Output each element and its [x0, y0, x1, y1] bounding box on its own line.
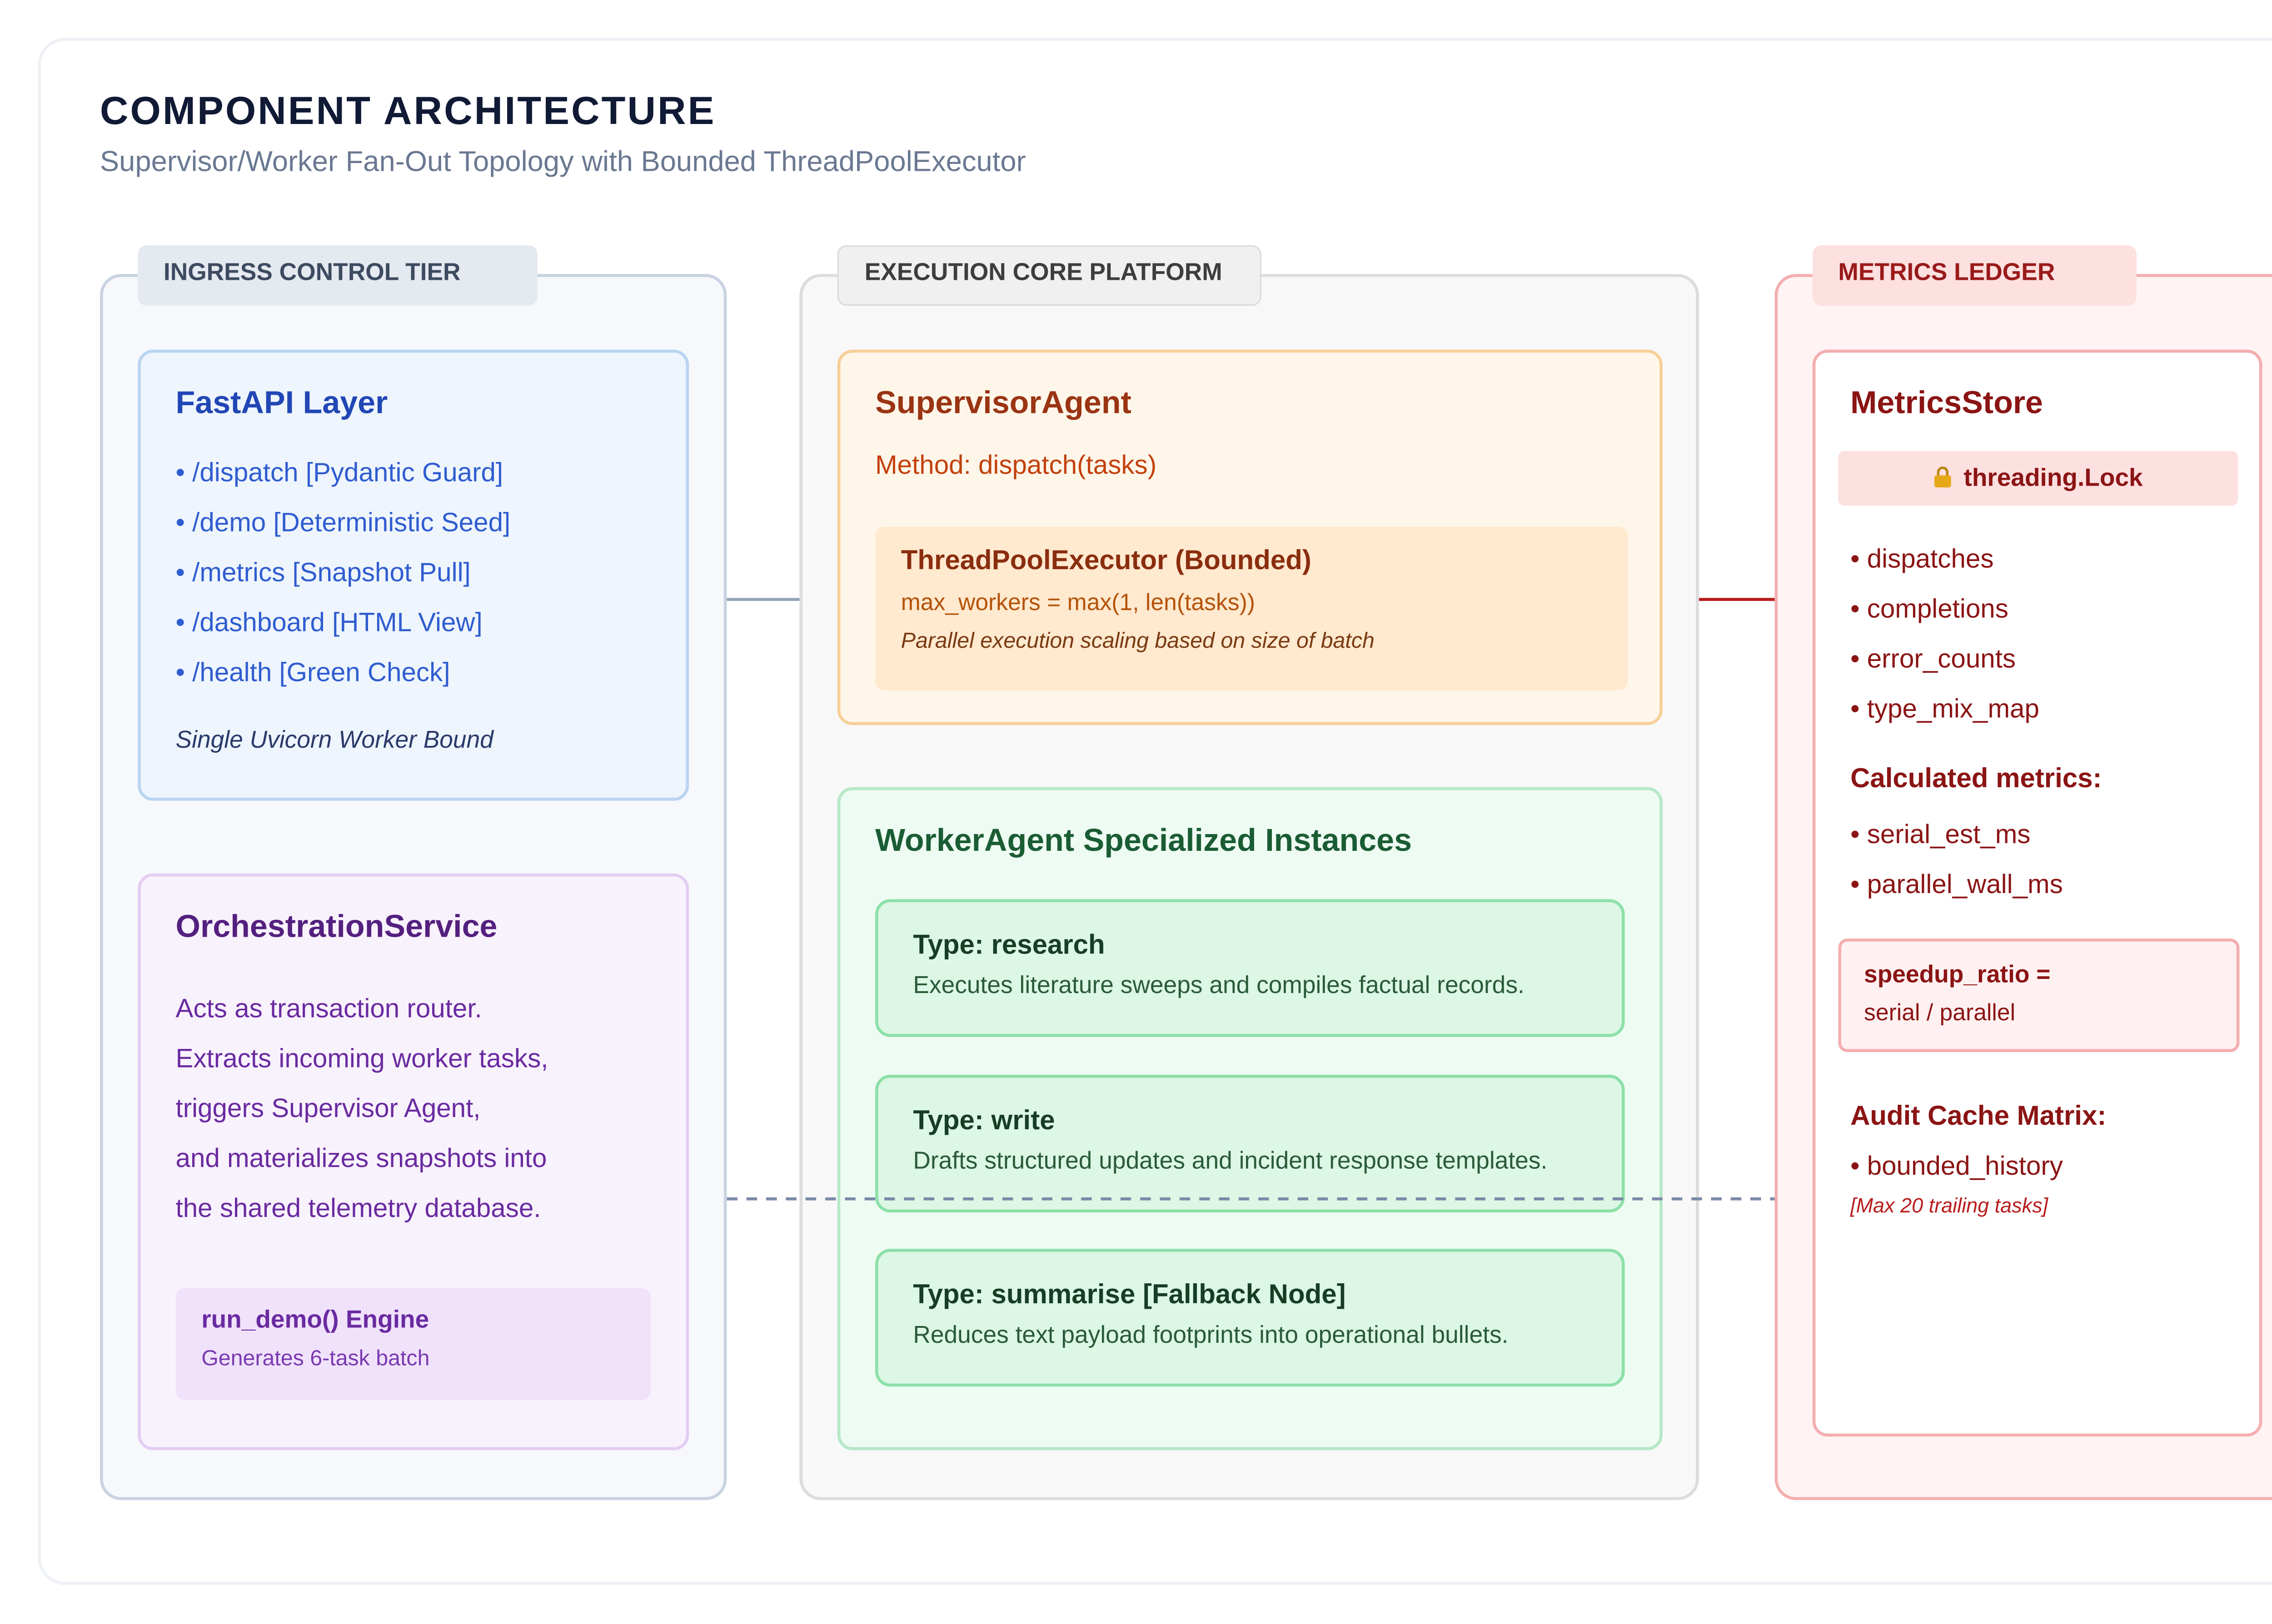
audit-cache-title: Audit Cache Matrix:	[1850, 1100, 2107, 1131]
speedup-ratio-box: speedup_ratio = serial / parallel	[1838, 939, 2240, 1052]
route-dispatch: • /dispatch [Pydantic Guard]	[175, 457, 503, 488]
worker-summarise-desc: Reduces text payload footprints into ope…	[913, 1323, 1509, 1349]
orchestration-line: Acts as transaction router.	[175, 993, 482, 1023]
worker-write-box: Type: write Drafts structured updates an…	[875, 1074, 1625, 1213]
calculated-metrics-list: • serial_est_ms • parallel_wall_ms	[1850, 810, 2063, 910]
worker-write-desc: Drafts structured updates and incident r…	[913, 1149, 1548, 1175]
lock-icon	[1933, 452, 1952, 488]
threading-lock-label: threading.Lock	[1963, 465, 2143, 492]
worker-research-desc: Executes literature sweeps and compiles …	[913, 973, 1525, 999]
run-demo-engine-desc: Generates 6-task batch	[201, 1347, 430, 1372]
threadpool-executor-box: ThreadPoolExecutor (Bounded) max_workers…	[875, 526, 1628, 690]
metrics-store-title: MetricsStore	[1850, 386, 2043, 421]
worker-research-type: Type: research	[913, 929, 1105, 960]
fastapi-note: Single Uvicorn Worker Bound	[175, 728, 493, 754]
counter-item: • type_mix_map	[1850, 693, 2039, 724]
threadpool-formula: max_workers = max(1, len(tasks))	[901, 590, 1256, 616]
run-demo-engine-title: run_demo() Engine	[201, 1306, 429, 1334]
supervisor-agent-box: SupervisorAgent Method: dispatch(tasks) …	[837, 349, 1663, 725]
fastapi-route-list: • /dispatch [Pydantic Guard] • /demo [De…	[176, 448, 511, 698]
calc-item: • parallel_wall_ms	[1850, 869, 2063, 899]
orchestration-line: the shared telemetry database.	[175, 1192, 541, 1223]
threadpool-note: Parallel execution scaling based on size…	[901, 630, 1375, 654]
worker-write-type: Type: write	[913, 1105, 1055, 1136]
route-metrics: • /metrics [Snapshot Pull]	[175, 557, 471, 587]
route-health: • /health [Green Check]	[175, 657, 450, 687]
orchestration-service-box: OrchestrationService Acts as transaction…	[138, 873, 689, 1450]
fastapi-layer-title: FastAPI Layer	[175, 386, 388, 421]
speedup-ratio-desc: serial / parallel	[1864, 1000, 2016, 1027]
orchestration-line: Extracts incoming worker tasks,	[175, 1043, 548, 1073]
calc-item: • serial_est_ms	[1850, 819, 2031, 849]
orchestration-title: OrchestrationService	[175, 909, 498, 945]
threadpool-title: ThreadPoolExecutor (Bounded)	[901, 545, 1311, 576]
speedup-ratio-title: speedup_ratio =	[1864, 963, 2051, 988]
counter-item: • dispatches	[1850, 543, 1994, 574]
supervisor-method: Method: dispatch(tasks)	[875, 449, 1157, 480]
orchestration-description: Acts as transaction router. Extracts inc…	[176, 984, 548, 1234]
worker-summarise-box: Type: summarise [Fallback Node] Reduces …	[875, 1249, 1625, 1387]
worker-agent-title: WorkerAgent Specialized Instances	[875, 823, 1412, 859]
ingress-tier-label: INGRESS CONTROL TIER	[138, 245, 538, 306]
route-dashboard: • /dashboard [HTML View]	[175, 607, 483, 637]
metrics-store-box: MetricsStore threading.Lock • dispatches…	[1812, 349, 2262, 1437]
fastapi-layer-box: FastAPI Layer • /dispatch [Pydantic Guar…	[138, 349, 689, 801]
orchestration-line: triggers Supervisor Agent,	[175, 1093, 481, 1123]
worker-summarise-type: Type: summarise [Fallback Node]	[913, 1279, 1346, 1310]
page-subtitle: Supervisor/Worker Fan-Out Topology with …	[100, 147, 1026, 179]
run-demo-engine-box: run_demo() Engine Generates 6-task batch	[175, 1288, 651, 1401]
calculated-metrics-title: Calculated metrics:	[1850, 763, 2102, 794]
worker-research-box: Type: research Executes literature sweep…	[875, 899, 1625, 1037]
metrics-counter-list: • dispatches • completions • error_count…	[1850, 534, 2039, 734]
metrics-ledger-label: METRICS LEDGER	[1812, 245, 2137, 306]
audit-cache-note: [Max 20 trailing tasks]	[1850, 1194, 2048, 1217]
execution-core-label: EXECUTION CORE PLATFORM	[837, 245, 1261, 306]
page-title: COMPONENT ARCHITECTURE	[100, 88, 716, 134]
threading-lock-badge: threading.Lock	[1838, 451, 2238, 506]
audit-cache-item: • bounded_history	[1850, 1150, 2063, 1181]
orchestration-line: and materializes snapshots into	[175, 1142, 547, 1173]
counter-item: • completions	[1850, 593, 2008, 624]
counter-item: • error_counts	[1850, 643, 2016, 674]
route-demo: • /demo [Deterministic Seed]	[175, 507, 511, 537]
supervisor-agent-title: SupervisorAgent	[875, 386, 1131, 421]
